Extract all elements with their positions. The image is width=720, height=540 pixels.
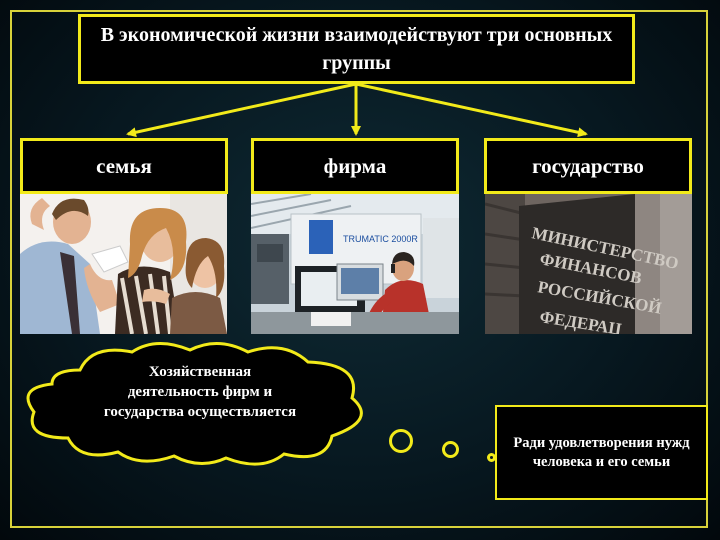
reason-box: Ради удовлетворения нужд человека и его … bbox=[495, 405, 708, 500]
machine-label: TRUMATIC 2000R bbox=[343, 234, 418, 244]
slide-frame bbox=[10, 10, 708, 528]
thought-cloud: Хозяйственная деятельность фирм и госуда… bbox=[22, 340, 378, 468]
ministry-photo: МИНИСТЕРСТВО ФИНАНСОВ РОССИЙСКОЙ ФЕДЕРАЦ bbox=[485, 194, 692, 334]
thought-bubble-small bbox=[487, 453, 496, 462]
category-state: государство bbox=[484, 138, 692, 194]
arrow-to-family bbox=[126, 82, 357, 138]
category-firm: фирма bbox=[251, 138, 459, 194]
category-family: семья bbox=[20, 138, 228, 194]
category-family-label: семья bbox=[96, 153, 152, 178]
reason-text: Ради удовлетворения нужд человека и его … bbox=[513, 434, 690, 470]
category-state-label: государство bbox=[532, 153, 644, 178]
category-firm-label: фирма bbox=[323, 153, 387, 178]
cloud-text: Хозяйственная деятельность фирм и госуда… bbox=[103, 364, 297, 420]
thought-bubble-medium bbox=[442, 441, 459, 458]
arrow-to-state bbox=[355, 82, 588, 138]
factory-photo: TRUMATIC 2000R bbox=[251, 194, 459, 334]
title-text: В экономической жизни взаимодействуют тр… bbox=[100, 24, 613, 74]
title-box: В экономической жизни взаимодействуют тр… bbox=[78, 14, 635, 84]
family-photo bbox=[20, 194, 227, 334]
thought-bubble-large bbox=[389, 429, 413, 453]
